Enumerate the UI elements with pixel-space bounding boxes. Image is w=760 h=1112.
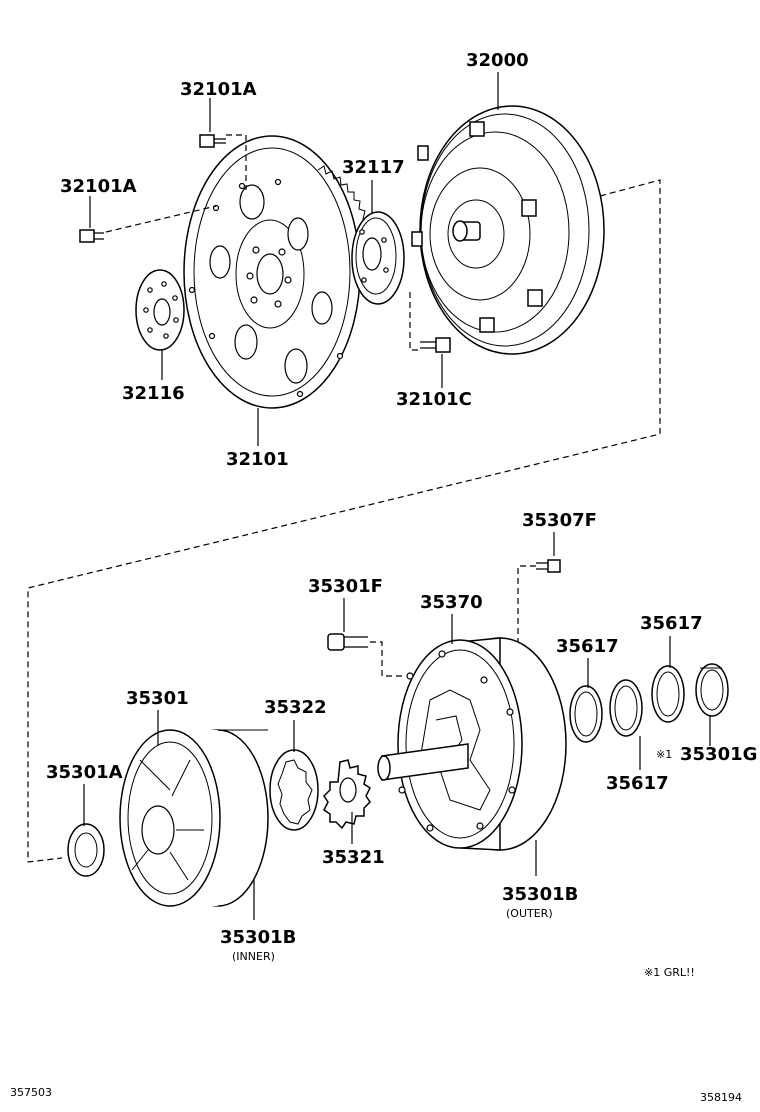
code-bottom-left: 357503 [10,1086,52,1099]
label-35617-a: 35617 [556,636,619,657]
label-32101: 32101 [226,449,289,470]
drive-plate-32101 [183,135,371,409]
note-inner: (INNER) [232,950,275,963]
bolt-32101A-left [79,229,104,243]
bolt-32101C [420,337,451,353]
oil-pump-body-35370 [377,637,567,851]
driven-gear-35322 [269,749,319,831]
torque-converter-32000 [411,105,605,355]
dashed-line [226,134,247,190]
label-35301G: 35301G [680,744,757,765]
note-outer: (OUTER) [506,907,553,920]
dashed-line [517,565,536,642]
label-35301B-outer: 35301B [502,884,578,905]
bolt-35307F [536,559,561,573]
plate-32117 [351,211,405,305]
label-32101C: 32101C [396,389,472,410]
dashed-line [27,179,661,863]
dashed-line [370,641,404,677]
label-32000: 32000 [466,50,529,71]
label-35617-b: 35617 [606,773,669,794]
label-35370: 35370 [420,592,483,613]
spacer-32116 [135,269,185,351]
seal-ring-35617-a [569,685,603,743]
seal-ring-35617-c [651,665,685,723]
oil-seal-35301A [67,823,105,877]
bushing-35301G [695,663,729,717]
label-32101A-left: 32101A [60,176,137,197]
label-35301A: 35301A [46,762,123,783]
stator-support-35301 [119,729,269,907]
label-35322: 35322 [264,697,327,718]
label-35301F: 35301F [308,576,383,597]
mark-note-1: ※1 [656,748,672,761]
dashed-line [105,205,217,233]
label-32117: 32117 [342,157,405,178]
grade-note: ※1 GRL!! [644,966,695,979]
label-32101A-top: 32101A [180,79,257,100]
dashed-line [409,292,420,351]
label-35307F: 35307F [522,510,597,531]
seal-ring-35617-b [609,679,643,737]
label-35617-c: 35617 [640,613,703,634]
label-32116: 32116 [122,383,185,404]
label-35321: 35321 [322,847,385,868]
bolt-32101A-top [199,134,226,148]
label-35301B-inner: 35301B [220,927,296,948]
drive-gear-35321 [323,759,371,830]
bolt-35301F [327,633,368,651]
code-bottom-right: 358194 [700,1091,742,1104]
label-35301: 35301 [126,688,189,709]
